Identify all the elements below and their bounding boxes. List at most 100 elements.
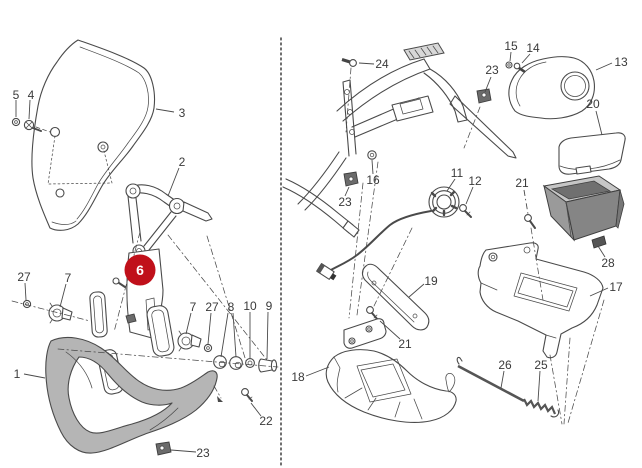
badge-circle[interactable]	[124, 254, 156, 286]
leader-line	[537, 370, 541, 402]
part-label-15: 15	[504, 39, 518, 53]
part-label-7: 7	[65, 271, 72, 285]
leader-line	[344, 186, 350, 197]
leader-line	[167, 167, 180, 197]
lower-fairing-drawing	[325, 318, 457, 423]
bolt-14-glyph	[513, 62, 526, 74]
badge-number: 6	[136, 262, 144, 278]
part-label-3: 3	[179, 106, 186, 120]
leader-line	[379, 320, 401, 340]
leader-line	[408, 283, 425, 298]
part-label-21: 21	[515, 176, 529, 190]
leader-line	[509, 51, 512, 62]
part-label-20: 20	[586, 97, 600, 111]
storage-box-drawing	[542, 175, 625, 249]
leader-line	[232, 312, 237, 358]
storage-lid-drawing	[558, 132, 626, 175]
part-label-7: 7	[190, 300, 197, 314]
leader-line	[185, 312, 192, 335]
part-label-26: 26	[498, 358, 512, 372]
leader-line	[266, 311, 269, 360]
part-label-2: 2	[179, 155, 186, 169]
screw-4-glyph	[23, 119, 42, 132]
part-label-27: 27	[205, 300, 219, 314]
part-label-23: 23	[338, 195, 352, 209]
leader-line	[500, 370, 505, 389]
part-label-11: 11	[451, 166, 464, 180]
leader-line	[23, 373, 46, 379]
leader-line	[155, 108, 175, 113]
nut-27-left-glyph	[22, 299, 32, 309]
part-label-25: 25	[534, 358, 548, 372]
grommet-mount-7-left-glyph	[48, 302, 73, 324]
spring-25-drawing	[523, 398, 560, 418]
part-label-16: 16	[366, 173, 380, 187]
subframe-drawing	[282, 42, 517, 238]
part-label-12: 12	[468, 174, 482, 188]
leader-line	[589, 287, 609, 297]
leader-line	[28, 99, 31, 120]
washer-10-glyph	[245, 358, 255, 368]
leader-line	[305, 366, 330, 377]
leader-line	[465, 186, 474, 205]
leader-line	[595, 110, 603, 136]
part-label-1: 1	[14, 367, 21, 381]
part-label-22: 22	[259, 414, 273, 428]
leader-line	[446, 178, 456, 192]
part-label-4: 4	[28, 88, 35, 102]
part-label-23: 23	[485, 63, 499, 77]
washer-5-glyph	[11, 117, 21, 127]
highlighted-part-badge[interactable]: 6	[124, 254, 156, 286]
leader-line	[24, 282, 27, 301]
leader-lines	[15, 51, 613, 453]
windscreen-bracket-drawing	[125, 183, 213, 258]
part-label-8: 8	[228, 300, 235, 314]
bracket-panel-drawing	[477, 242, 604, 359]
front-fairing-drawing	[45, 336, 223, 454]
grommet-mount-7-right-glyph	[177, 330, 202, 352]
leader-line	[521, 53, 531, 64]
screw-21-lower-glyph	[366, 306, 379, 321]
clip-23-top-glyph	[476, 88, 492, 104]
part-label-24: 24	[375, 57, 389, 71]
leader-line	[59, 283, 67, 308]
rod-26-drawing	[456, 356, 525, 403]
windscreen-drawing	[31, 39, 156, 231]
part-label-14: 14	[526, 41, 540, 55]
wiring-harness-drawing	[316, 210, 432, 281]
part-label-10: 10	[243, 299, 257, 313]
screw-21-upper-glyph	[524, 214, 536, 229]
pad-19-drawing	[361, 263, 430, 331]
leader-line	[220, 312, 229, 358]
leader-line	[371, 159, 374, 175]
part-label-5: 5	[13, 88, 20, 102]
construction-lines-right	[345, 67, 605, 425]
part-label-19: 19	[424, 274, 438, 288]
leader-line	[595, 62, 613, 71]
construction-lines-left	[11, 231, 279, 368]
nut-27-right-glyph	[203, 343, 213, 353]
part-label-23: 23	[196, 446, 210, 460]
part-label-9: 9	[266, 299, 273, 313]
leader-line	[358, 62, 375, 65]
wellnut-9-glyph	[258, 358, 278, 373]
part-label-21: 21	[398, 337, 412, 351]
leader-line	[484, 76, 492, 93]
leader-line	[523, 189, 529, 215]
headlight-cover-drawing	[508, 56, 595, 120]
leader-line	[170, 449, 197, 453]
leader-line	[597, 245, 606, 258]
leader-line	[207, 312, 212, 345]
leader-line	[250, 402, 262, 417]
part-label-18: 18	[291, 370, 305, 384]
part-label-13: 13	[614, 55, 628, 69]
clip-23-mid-glyph	[343, 171, 359, 187]
part-label-27: 27	[17, 270, 31, 284]
clip-23-left-glyph	[155, 441, 172, 456]
bolt-24-glyph	[341, 57, 357, 67]
screw-12-glyph	[459, 204, 472, 218]
part-label-17: 17	[609, 280, 623, 294]
